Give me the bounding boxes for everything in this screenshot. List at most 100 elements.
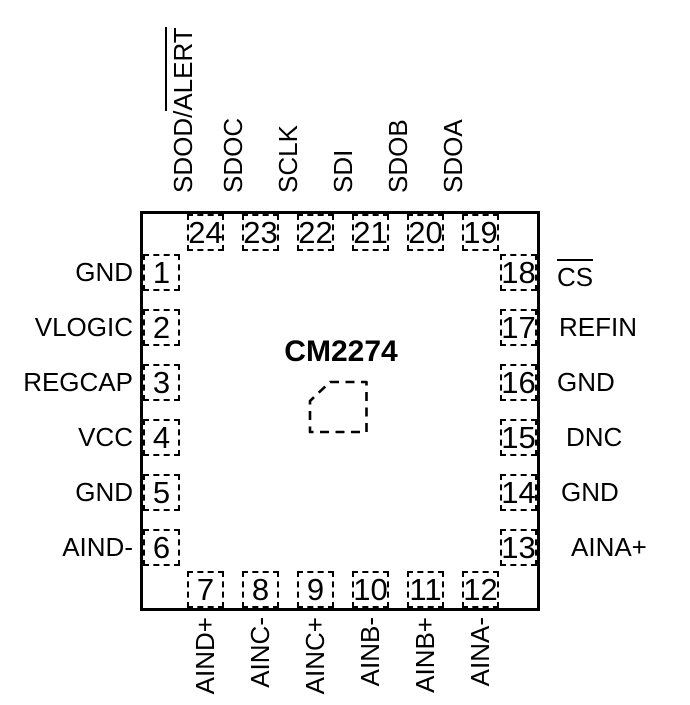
pin-9-pad: 9 xyxy=(297,571,334,608)
pin-label-text: GND xyxy=(75,257,133,287)
pin-16-label: GND xyxy=(557,369,615,396)
pin-2-label: VLOGIC xyxy=(35,314,133,341)
pin-4-pad: 4 xyxy=(143,419,180,456)
pin-20-number: 20 xyxy=(408,215,443,250)
pin1-marker-icon xyxy=(308,380,368,434)
pin-13-pad: 13 xyxy=(500,529,537,566)
pin-20-pad: 20 xyxy=(407,214,444,251)
pin-6-label: AIND- xyxy=(62,534,133,561)
pin-1-number: 1 xyxy=(152,255,171,290)
pin-10-label: AINB- xyxy=(355,617,385,687)
pin-4-number: 4 xyxy=(152,420,171,455)
pin-label-text: SDI xyxy=(328,149,358,193)
pin-16-pad: 16 xyxy=(500,364,537,401)
pin-label-text: AINC- xyxy=(245,617,275,688)
pin-label-overline: ALERT xyxy=(165,27,198,111)
pin-14-label: GND xyxy=(561,479,619,506)
pin-17-pad: 17 xyxy=(500,309,537,346)
pin-10-number: 10 xyxy=(353,572,388,607)
pin-5-pad: 5 xyxy=(143,474,180,511)
pin-22-label: SCLK xyxy=(273,125,303,193)
pin-19-pad: 19 xyxy=(462,214,499,251)
pin-21-label: SDI xyxy=(328,149,358,193)
pin-label-text: SDOB xyxy=(383,119,413,193)
pin-19-number: 19 xyxy=(463,215,498,250)
pin-7-label: AIND+ xyxy=(190,617,220,695)
pin-6-pad: 6 xyxy=(143,529,180,566)
pin-label-text: VCC xyxy=(78,422,133,452)
pin-8-number: 8 xyxy=(251,572,270,607)
pin-label-text: AIND+ xyxy=(190,617,220,695)
pin-12-number: 12 xyxy=(463,572,498,607)
pin-label-text: DNC xyxy=(566,422,623,452)
pin-label-text: SDOD/ xyxy=(168,110,198,193)
pin-17-number: 17 xyxy=(501,310,536,345)
pin-2-number: 2 xyxy=(152,310,171,345)
pin-label-text: AINA- xyxy=(465,617,495,687)
pin-label-text: AINB+ xyxy=(410,617,440,693)
pin-23-number: 23 xyxy=(243,215,278,250)
pin-14-number: 14 xyxy=(501,475,536,510)
pin-label-overline: CS xyxy=(557,259,594,290)
pin-label-text: AINB- xyxy=(355,617,385,687)
pin-13-label: AINA+ xyxy=(571,534,647,561)
pin-22-pad: 22 xyxy=(297,214,334,251)
pin-20-label: SDOB xyxy=(383,119,413,193)
pin-21-number: 21 xyxy=(353,215,388,250)
pin-label-text: SDOA xyxy=(438,119,468,193)
pin-3-number: 3 xyxy=(152,365,171,400)
pin-7-number: 7 xyxy=(196,572,215,607)
pin-8-pad: 8 xyxy=(242,571,279,608)
pin-8-label: AINC- xyxy=(245,617,275,688)
pin-11-label: AINB+ xyxy=(410,617,440,693)
pin-1-label: GND xyxy=(75,259,133,286)
pin-15-pad: 15 xyxy=(500,419,537,456)
pin-15-label: DNC xyxy=(566,424,622,451)
pin-label-text: REFIN xyxy=(559,312,637,342)
pin-14-pad: 14 xyxy=(500,474,537,511)
pin-15-number: 15 xyxy=(501,420,536,455)
pin-10-pad: 10 xyxy=(352,571,389,608)
pin-12-label: AINA- xyxy=(465,617,495,687)
pin-9-label: AINC+ xyxy=(300,617,330,695)
pin-21-pad: 21 xyxy=(352,214,389,251)
pin-11-number: 11 xyxy=(409,572,442,607)
pin-label-text: AINC+ xyxy=(300,617,330,695)
pin-label-text: AIND- xyxy=(62,532,133,562)
pin-18-pad: 18 xyxy=(500,254,537,291)
pin-label-text: GND xyxy=(75,477,133,507)
pin-5-label: GND xyxy=(75,479,133,506)
pin-1-pad: 1 xyxy=(143,254,180,291)
pin-11-pad: 11 xyxy=(407,571,444,608)
chip-package-outline xyxy=(140,211,540,611)
pin-2-pad: 2 xyxy=(143,309,180,346)
pin-4-label: VCC xyxy=(78,424,133,451)
pin-label-text: GND xyxy=(561,477,619,507)
pin-label-text: REGCAP xyxy=(23,367,133,397)
pin-17-label: REFIN xyxy=(559,314,637,341)
pin-19-label: SDOA xyxy=(438,119,468,193)
pin-9-number: 9 xyxy=(306,572,325,607)
pin-label-text: AINA+ xyxy=(571,532,647,562)
pin-23-label: SDOC xyxy=(218,117,248,193)
pin-18-number: 18 xyxy=(501,255,536,290)
pin-16-number: 16 xyxy=(501,365,536,400)
chip-name: CM2274 xyxy=(284,335,398,368)
pin-3-label: REGCAP xyxy=(23,369,133,396)
pin-label-text: SDOC xyxy=(218,117,248,193)
pin-18-label: CS xyxy=(557,259,594,290)
pin-13-number: 13 xyxy=(501,530,536,565)
pin-label-text: SCLK xyxy=(273,125,303,193)
pin-12-pad: 12 xyxy=(462,571,499,608)
pin-24-pad: 24 xyxy=(187,214,224,251)
pin-5-number: 5 xyxy=(152,475,171,510)
pin-22-number: 22 xyxy=(298,215,333,250)
pin-7-pad: 7 xyxy=(187,571,224,608)
pin-6-number: 6 xyxy=(152,530,171,565)
pin-3-pad: 3 xyxy=(143,364,180,401)
pin-label-text: GND xyxy=(557,367,615,397)
pin-24-label: SDOD/ALERT xyxy=(165,27,198,193)
pin-23-pad: 23 xyxy=(242,214,279,251)
pin-label-text: VLOGIC xyxy=(34,312,133,342)
